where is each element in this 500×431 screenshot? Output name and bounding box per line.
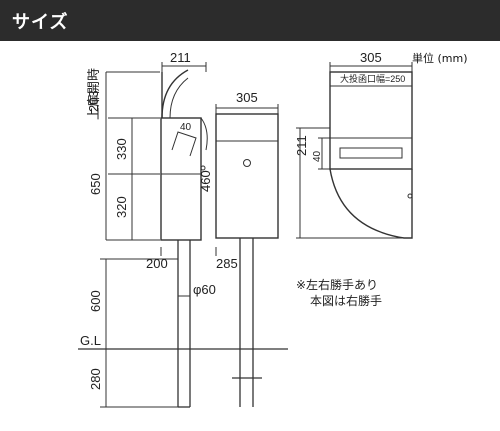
ground-label: G.L — [80, 333, 101, 348]
top-width: 305 — [360, 50, 382, 65]
top-inner-depth: 40 — [312, 150, 323, 162]
top-slot-label: 大投函口幅=250 — [340, 73, 405, 84]
section-title: サイズ — [12, 12, 69, 33]
note-line-1: ※左右勝手あり — [296, 278, 379, 292]
front-width: 305 — [236, 90, 258, 105]
side-view — [78, 62, 288, 408]
top-view — [296, 62, 413, 239]
side-upper-height: 330 — [114, 138, 129, 160]
unit-label: 単位 (mm) — [412, 52, 468, 65]
front-height: 460 — [198, 170, 213, 192]
note-line-2: 本図は右勝手 — [310, 294, 383, 308]
side-lid-height: 203 — [86, 90, 101, 112]
front-post-offset: 285 — [216, 256, 238, 271]
side-door-angle: 40 — [180, 122, 192, 133]
side-post-length: 600 — [88, 290, 103, 312]
side-post-diameter: φ60 — [193, 282, 216, 297]
side-top-width: 211 — [170, 50, 191, 65]
side-lid-label: 上扉開時 — [86, 68, 101, 120]
side-total-height: 650 — [88, 173, 103, 195]
section-header: サイズ — [0, 0, 500, 41]
front-view — [215, 104, 279, 407]
ground-depth: 280 — [88, 368, 103, 390]
side-post-offset: 200 — [146, 256, 168, 271]
top-depth: 211 — [294, 135, 309, 156]
side-lower-height: 320 — [114, 196, 129, 218]
